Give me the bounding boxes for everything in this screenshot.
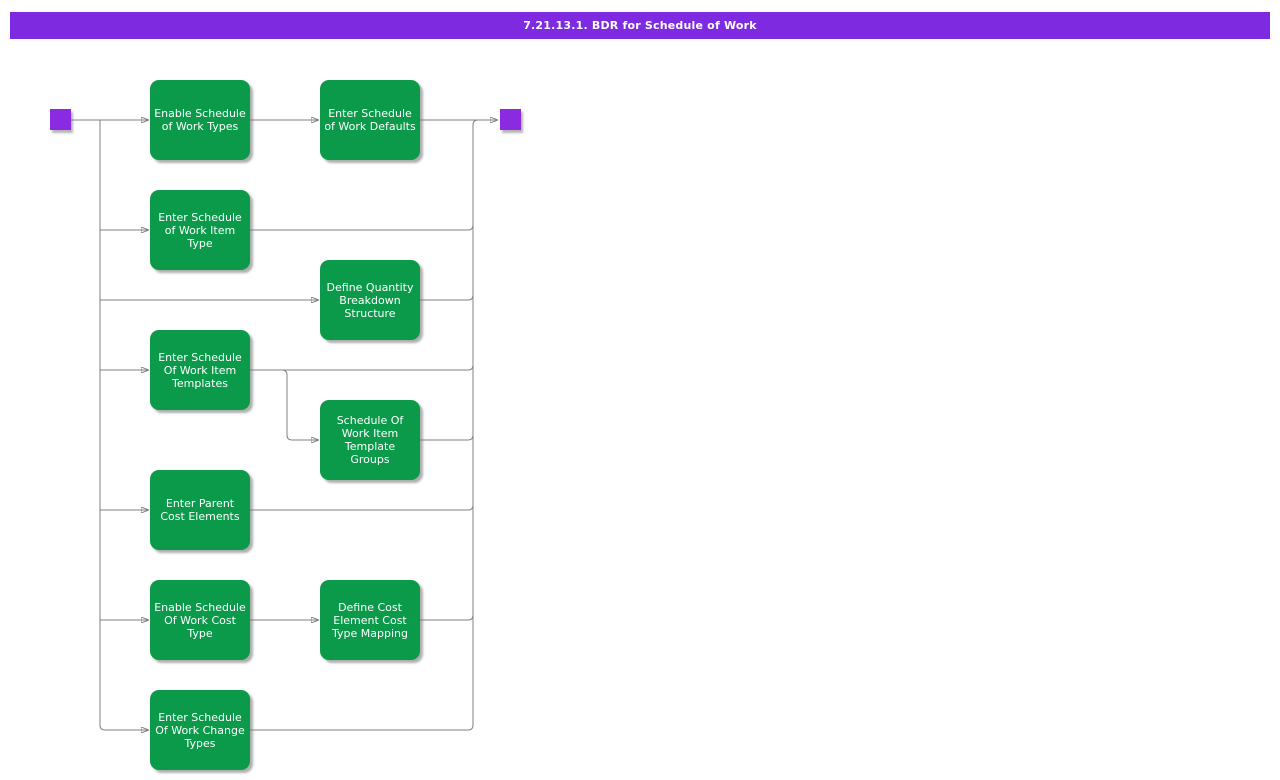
connector-n5-merge <box>250 364 474 371</box>
connector-left-trunk <box>99 120 149 730</box>
activity-enable-schedule-of-work-cost-type[interactable]: Enable Schedule Of Work Cost Type <box>150 580 250 660</box>
connector-n10-merge <box>250 724 474 731</box>
activity-enter-parent-cost-elements[interactable]: Enter Parent Cost Elements <box>150 470 250 550</box>
connector-n9-merge <box>420 614 474 621</box>
activity-enter-schedule-of-work-change-types[interactable]: Enter Schedule Of Work Change Types <box>150 690 250 770</box>
connector-n5-n6 <box>281 369 319 440</box>
connector-right-trunk <box>472 119 479 725</box>
connector-n3-merge <box>250 224 474 231</box>
activity-define-cost-element-cost-type-mapping[interactable]: Define Cost Element Cost Type Mapping <box>320 580 420 660</box>
activity-enter-schedule-of-work-item-type[interactable]: Enter Schedule of Work Item Type <box>150 190 250 270</box>
activity-enable-schedule-of-work-types[interactable]: Enable Schedule of Work Types <box>150 80 250 160</box>
page-title: 7.21.13.1. BDR for Schedule of Work <box>10 12 1270 39</box>
activity-schedule-of-work-item-template-groups[interactable]: Schedule Of Work Item Template Groups <box>320 400 420 480</box>
activity-enter-schedule-of-work-defaults[interactable]: Enter Schedule of Work Defaults <box>320 80 420 160</box>
connector-n4-merge <box>420 294 474 301</box>
connector-n7-merge <box>250 504 474 511</box>
end-node <box>500 109 521 130</box>
connector-n6-merge <box>420 434 474 441</box>
activity-define-quantity-breakdown-structure[interactable]: Define Quantity Breakdown Structure <box>320 260 420 340</box>
activity-enter-schedule-of-work-item-templates[interactable]: Enter Schedule Of Work Item Templates <box>150 330 250 410</box>
start-node <box>50 109 71 130</box>
